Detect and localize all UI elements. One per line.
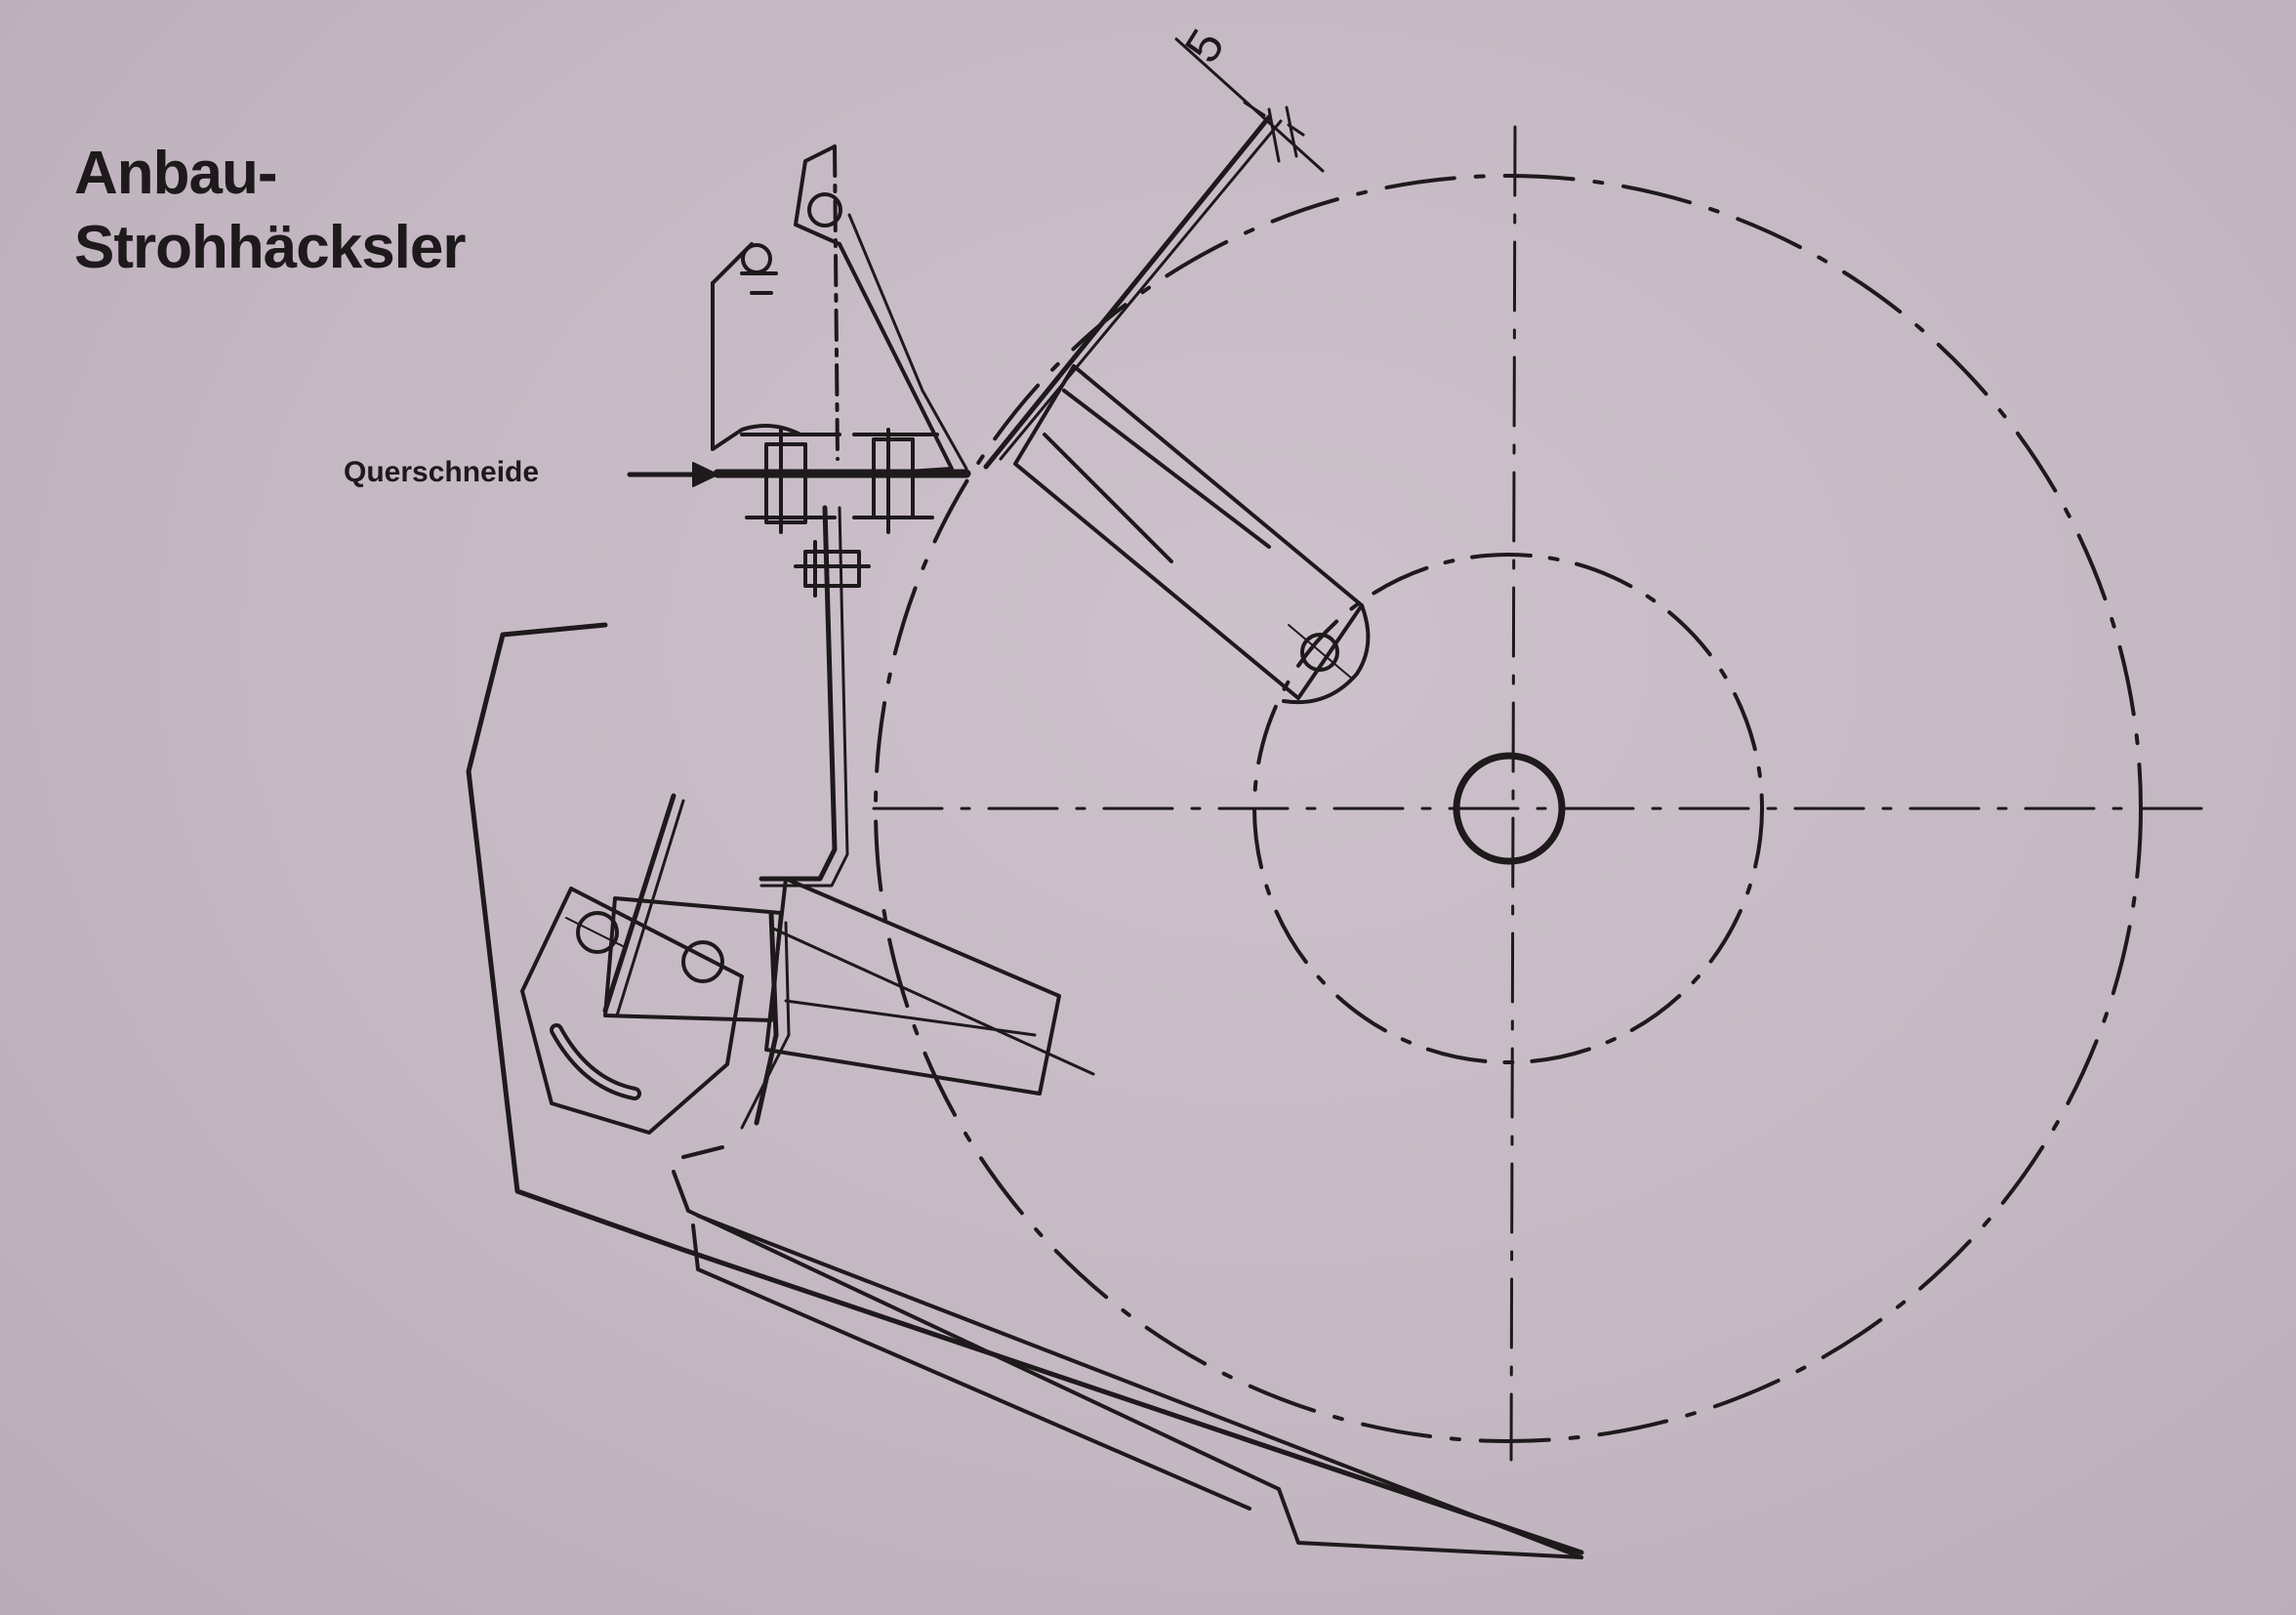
lower-bracket <box>520 793 791 1135</box>
vertical-support <box>758 505 871 888</box>
counter-knife-plate <box>983 37 1325 470</box>
cross-blade-assembly <box>627 428 971 534</box>
lower-housing <box>466 622 1584 1559</box>
title-line-1: Anbau- <box>74 140 278 207</box>
rotor-hub <box>1453 752 1566 865</box>
drawing-title: Anbau- Strohhäcksler <box>74 137 467 285</box>
upper-bracket <box>711 145 968 476</box>
title-line-2: Strohhäcksler <box>74 214 467 281</box>
vertical-centerline <box>1509 125 1517 1462</box>
upper-rotor-blade <box>1013 364 1371 705</box>
cross-blade-label: Querschneide <box>344 456 540 488</box>
